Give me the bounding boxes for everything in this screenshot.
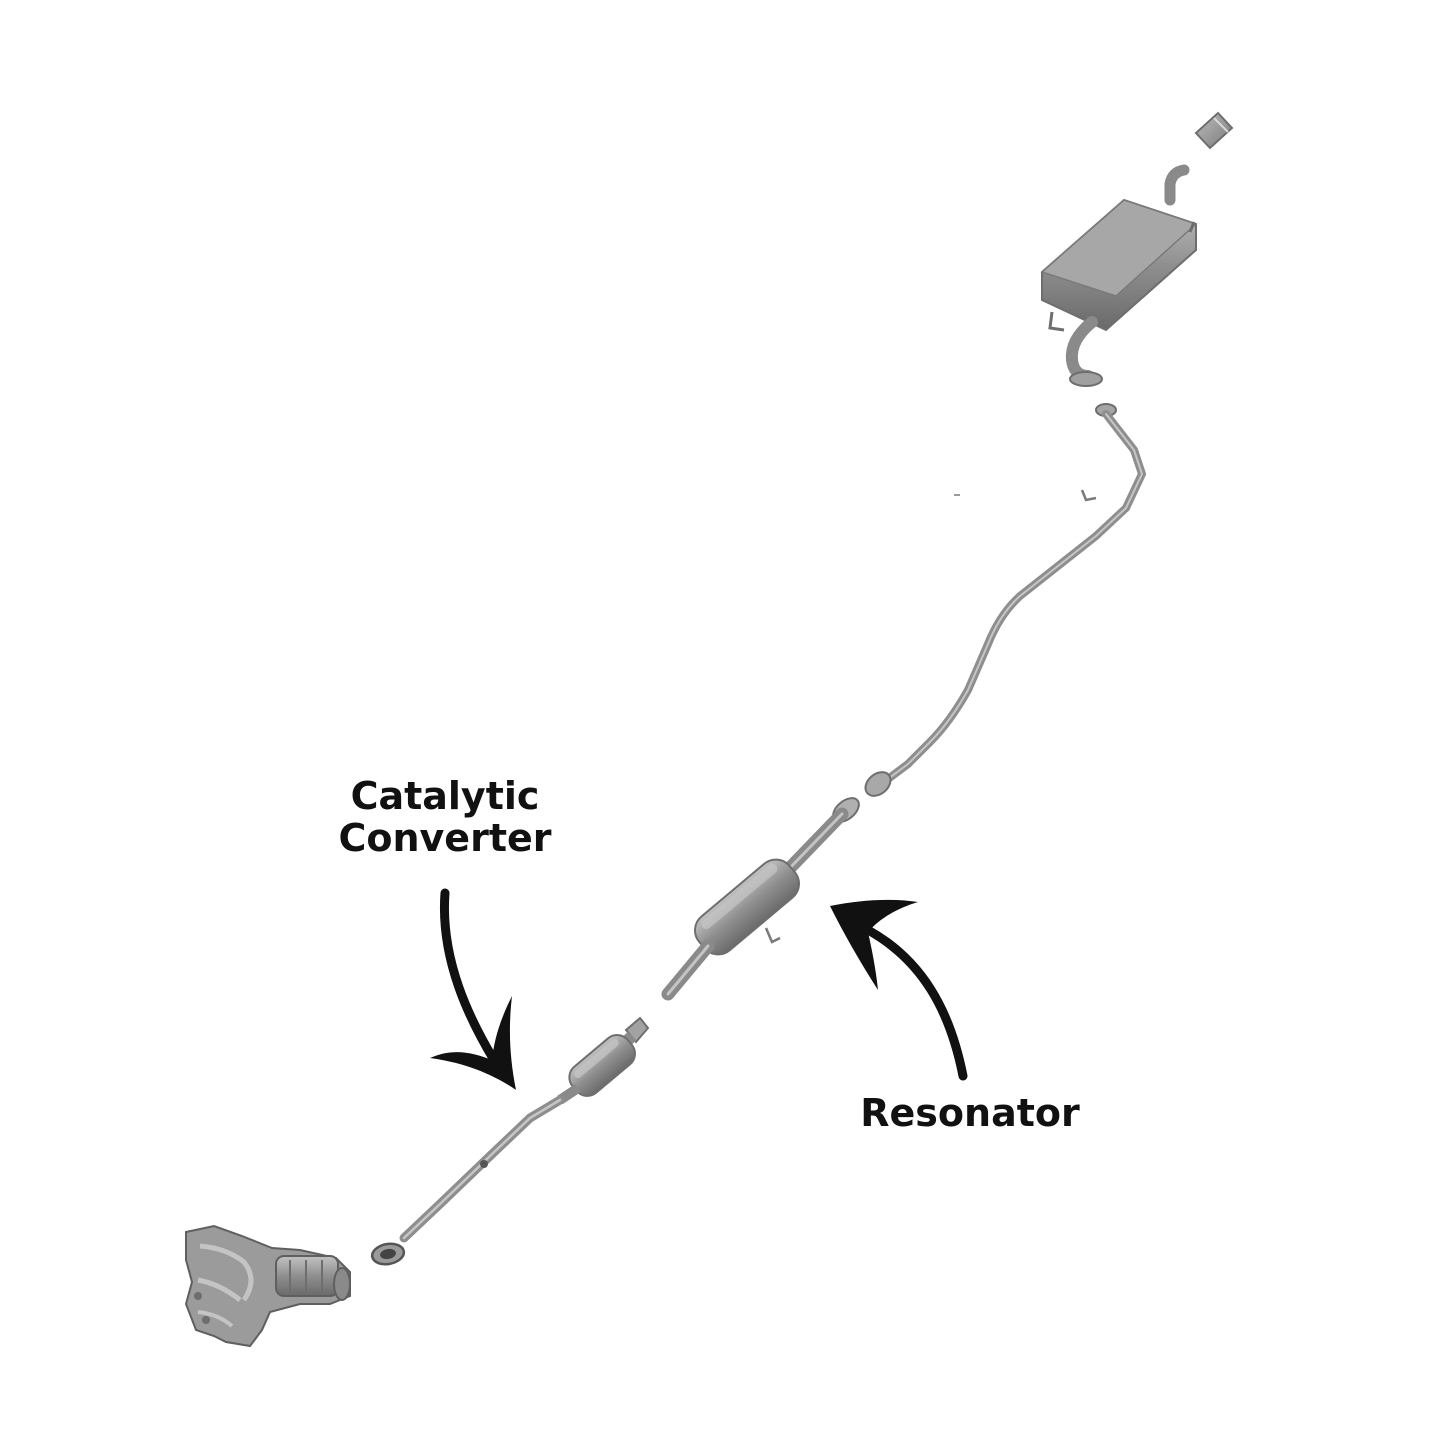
resonator-label: Resonator: [860, 1091, 1080, 1135]
catalytic-label-line1: Catalytic: [350, 774, 540, 818]
tailpipe-tip: [1194, 111, 1234, 150]
rear-muffler: [1040, 164, 1198, 387]
exhaust-manifold: [184, 1224, 351, 1348]
resonator-arrow: [830, 899, 968, 1081]
catalytic-converter-pipe: [370, 1016, 650, 1266]
catalytic-converter-arrow: [430, 888, 516, 1090]
intermediate-pipe: [864, 403, 1146, 797]
catalytic-label-line2: Converter: [338, 815, 552, 860]
catalytic-converter-label: Catalytic Converter: [300, 774, 590, 860]
resonator-pipe: [661, 797, 860, 1001]
